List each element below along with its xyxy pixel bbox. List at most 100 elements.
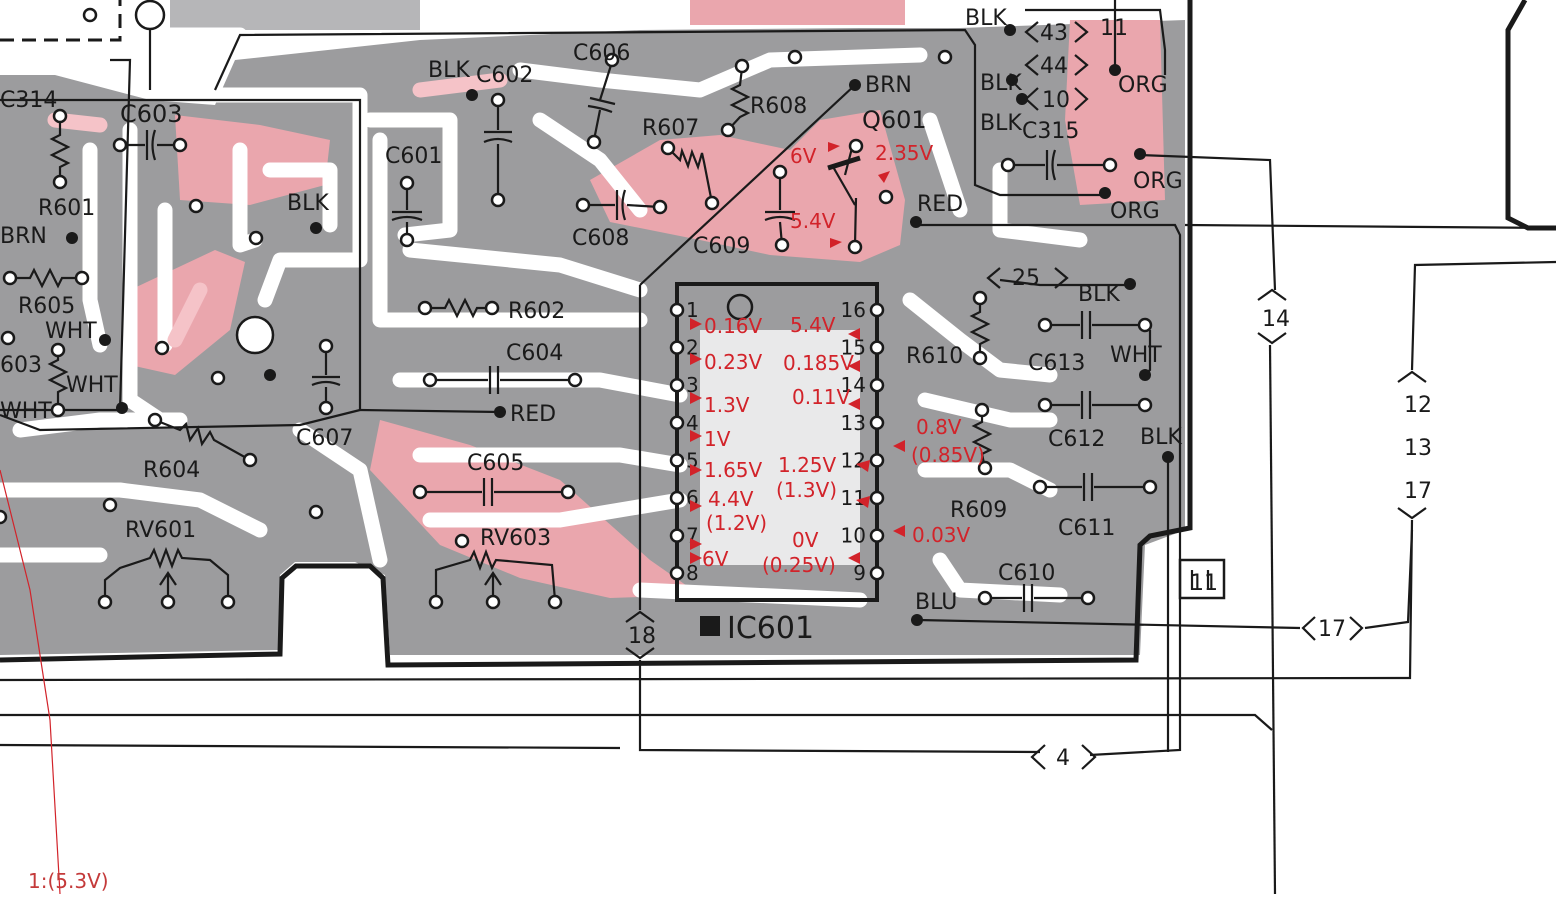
voltage-markers bbox=[690, 142, 905, 564]
voltage-pin3: 1.3V bbox=[704, 393, 750, 417]
voltage-pin6: 4.4V bbox=[708, 487, 754, 511]
connector-17-bottom: 17 bbox=[1318, 617, 1346, 642]
component-symbols bbox=[10, 21, 1427, 770]
label-wht-3: WHT bbox=[0, 399, 52, 424]
ic601-pin-14 bbox=[869, 377, 885, 393]
ic601-pin-number-9: 9 bbox=[853, 561, 866, 585]
voltage-r609b: (0.85V) bbox=[911, 443, 985, 467]
connector-25: 25 bbox=[1012, 266, 1040, 291]
label-wht-4: WHT bbox=[1110, 343, 1162, 368]
label-blk-6: BLK bbox=[1078, 282, 1120, 307]
solder-pads bbox=[0, 0, 1158, 610]
ic601-pin-number-11: 11 bbox=[841, 486, 866, 510]
voltage-pin9b: (0.25V) bbox=[762, 553, 836, 577]
connector-44: 44 bbox=[1040, 54, 1068, 79]
ic601-pin-number-4: 4 bbox=[686, 411, 699, 435]
pink-area-bottom bbox=[370, 420, 700, 598]
voltage-r609a: 0.8V bbox=[916, 415, 962, 439]
label-c607: C607 bbox=[296, 426, 353, 451]
label-c603: C603 bbox=[120, 100, 183, 128]
connector-18: 18 bbox=[628, 624, 656, 649]
voltage-pin15: 0.185V bbox=[783, 351, 854, 375]
ic601-pin-3 bbox=[669, 377, 685, 393]
connector-4: 4 bbox=[1056, 746, 1070, 771]
ic601-pin-number-5: 5 bbox=[686, 448, 699, 472]
label-blk-7: BLK bbox=[1140, 425, 1182, 450]
connector-11-top: 11 bbox=[1100, 16, 1128, 41]
voltage-q601-e: 5.4V bbox=[790, 209, 836, 233]
label-org-2: ORG bbox=[1133, 169, 1183, 194]
voltage-pin9a: 0V bbox=[792, 528, 819, 552]
ic601-pin-number-2: 2 bbox=[686, 336, 699, 360]
ic601-pin-number-1: 1 bbox=[686, 298, 699, 322]
voltage-q601-b: 6V bbox=[790, 144, 817, 168]
label-r602: R602 bbox=[508, 299, 565, 324]
ic601-pin-15 bbox=[869, 340, 885, 355]
connector-12: 12 bbox=[1404, 393, 1432, 418]
label-blu: BLU bbox=[915, 590, 957, 615]
voltage-pin8: 6V bbox=[702, 547, 729, 571]
ic601-pin-2 bbox=[669, 340, 685, 355]
ic601-marker-icon bbox=[700, 616, 720, 636]
label-c610: C610 bbox=[998, 561, 1055, 586]
voltage-labels: 0.16V 0.23V 1.3V 1V 1.65V 4.4V (1.2V) 6V… bbox=[702, 141, 985, 577]
label-rv603: RV603 bbox=[480, 526, 551, 551]
label-r601: R601 bbox=[38, 196, 95, 221]
voltage-pin16: 5.4V bbox=[790, 313, 836, 337]
voltage-pin14: 0.11V bbox=[792, 385, 851, 409]
label-org-1: ORG bbox=[1118, 73, 1168, 98]
ic601-left-pins bbox=[669, 302, 685, 581]
label-r608: R608 bbox=[750, 94, 807, 119]
footer-note: 1:(5.3V) bbox=[28, 869, 109, 893]
ic601-body bbox=[675, 282, 879, 636]
voltage-pin5: 1.65V bbox=[704, 458, 763, 482]
label-c602: C602 bbox=[476, 63, 533, 88]
ic601-right-pins bbox=[869, 302, 885, 581]
label-blk-5: BLK bbox=[980, 111, 1022, 136]
ic601-pin-7 bbox=[669, 528, 685, 543]
ic601-pin-number-8: 8 bbox=[686, 561, 699, 585]
ic601-pin-9 bbox=[869, 565, 885, 581]
ic601-pin-10 bbox=[869, 528, 885, 543]
ic601-pin-12 bbox=[869, 453, 885, 468]
ic601-pin-5 bbox=[669, 453, 685, 468]
connector-labels: 43 44 10 11 25 14 12 13 17 17 18 4 11 1:… bbox=[28, 16, 1432, 893]
voltage-pin1: 0.16V bbox=[704, 314, 763, 338]
label-r610: R610 bbox=[906, 344, 963, 369]
ic601-pin-number-16: 16 bbox=[841, 298, 866, 322]
label-c604: C604 bbox=[506, 341, 563, 366]
voltage-pin11: (1.3V) bbox=[776, 478, 837, 502]
voltage-pin10: 0.03V bbox=[912, 523, 971, 547]
label-c608: C608 bbox=[572, 226, 629, 251]
label-c611: C611 bbox=[1058, 516, 1115, 541]
gray-area-topband bbox=[170, 0, 420, 30]
pink-area-leftband bbox=[175, 115, 330, 205]
connector-14: 14 bbox=[1262, 307, 1290, 332]
label-ic601: IC601 bbox=[727, 611, 814, 646]
label-wht-1: WHT bbox=[45, 319, 97, 344]
ic601-pin-11 bbox=[869, 490, 885, 506]
label-r604: R604 bbox=[143, 458, 200, 483]
label-blk-4: BLK bbox=[980, 71, 1022, 96]
label-603: 603 bbox=[0, 353, 42, 378]
ic601-pin-number-14: 14 bbox=[841, 373, 866, 397]
label-red-2: RED bbox=[917, 192, 963, 217]
label-c314: C314 bbox=[0, 88, 57, 113]
connector-10: 10 bbox=[1042, 88, 1070, 113]
connector-13: 13 bbox=[1404, 436, 1432, 461]
label-c606: C606 bbox=[573, 41, 630, 66]
connector-17-right: 17 bbox=[1404, 479, 1432, 504]
ic601-pin-8 bbox=[669, 565, 685, 581]
board-number: 11 bbox=[1190, 571, 1218, 596]
pink-area-top bbox=[690, 0, 905, 25]
label-brn-left: BRN bbox=[0, 224, 47, 249]
ic601-pin-number-13: 13 bbox=[841, 411, 866, 435]
label-c612: C612 bbox=[1048, 427, 1105, 452]
label-blk-3: BLK bbox=[965, 6, 1007, 31]
label-blk-2: BLK bbox=[428, 58, 470, 83]
label-c315: C315 bbox=[1022, 119, 1079, 144]
label-r605: R605 bbox=[18, 294, 75, 319]
